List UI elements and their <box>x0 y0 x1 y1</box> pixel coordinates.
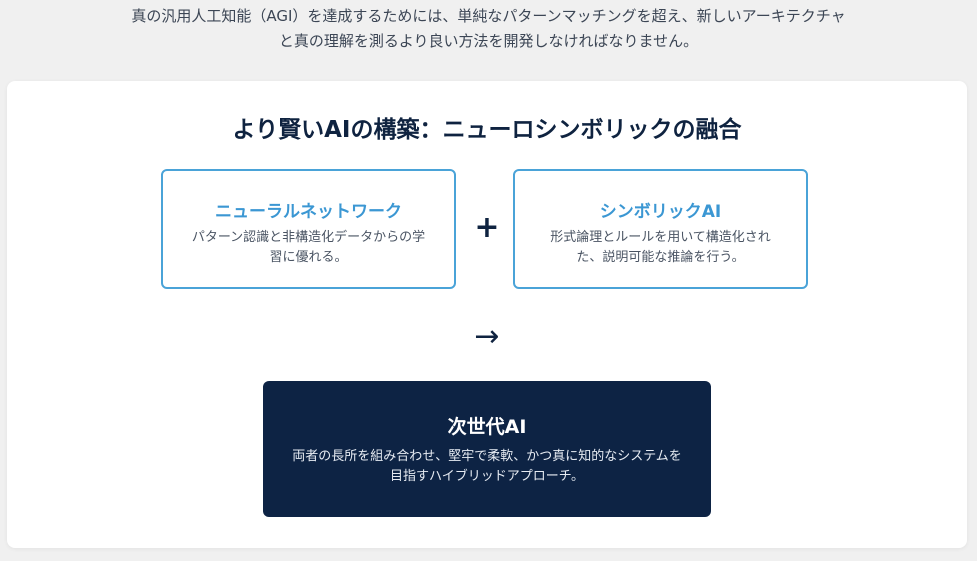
neural-network-title: ニューラルネットワーク <box>215 202 402 222</box>
diagram-card: より賢いAIの構築：ニューロシンボリックの融合 ニューラルネットワーク パターン… <box>7 81 967 548</box>
plus-icon: + <box>474 210 500 245</box>
next-gen-ai-title: 次世代AI <box>447 416 527 438</box>
neural-network-description: パターン認識と非構造化データからの学習に優れる。 <box>191 230 426 265</box>
next-gen-ai-description: 両者の長所を組み合わせ、堅牢で柔軟、かつ真に知的なシステムを目指すハイブリッドア… <box>292 449 682 484</box>
arrow-right-icon: → <box>474 319 500 354</box>
symbolic-ai-title: シンボリックAI <box>599 202 722 222</box>
intro-line-1: 真の汎用人工知能（AGI）を達成するためには、単純なパターンマッチングを超え、新… <box>131 7 846 25</box>
intro-line-2: と真の理解を測るより良い方法を開発しなければなりません。 <box>278 32 699 50</box>
symbolic-ai-box: シンボリックAI 形式論理とルールを用いて構造化された、説明可能な推論を行う。 <box>513 169 808 289</box>
diagram-title: より賢いAIの構築：ニューロシンボリックの融合 <box>232 117 742 143</box>
symbolic-ai-description: 形式論理とルールを用いて構造化された、説明可能な推論を行う。 <box>550 230 771 265</box>
neural-network-box: ニューラルネットワーク パターン認識と非構造化データからの学習に優れる。 <box>161 169 456 289</box>
intro-text: 真の汎用人工知能（AGI）を達成するためには、単純なパターンマッチングを超え、新… <box>0 4 977 54</box>
next-gen-ai-box: 次世代AI 両者の長所を組み合わせ、堅牢で柔軟、かつ真に知的なシステムを目指すハ… <box>263 381 711 517</box>
